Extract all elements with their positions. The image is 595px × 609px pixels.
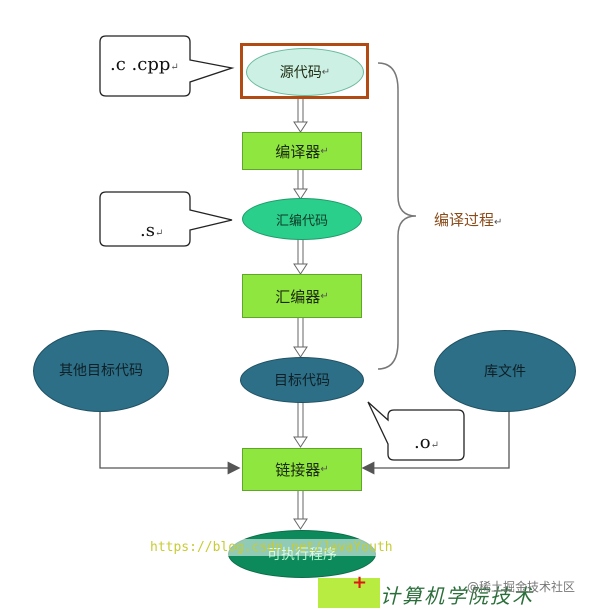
source-code-node: 源代码↵ xyxy=(246,48,364,96)
flow-arrow-object-to-linker xyxy=(293,399,308,448)
handwritten-watermark: 计算机学院技术 xyxy=(380,584,534,608)
assembly-code-label: 汇编代码 xyxy=(275,213,328,229)
library-files-label: 库文件 xyxy=(484,364,526,380)
compiler-label: 编译器 xyxy=(275,142,321,161)
compile-process-label: 编译过程↵ xyxy=(434,211,503,229)
source-code-highlight-frame xyxy=(240,43,369,99)
callout-bubble-source xyxy=(99,35,235,97)
other-object-code-label: 其他目标代码 xyxy=(59,362,143,379)
para-mark: ↵ xyxy=(321,66,331,78)
assembly-code-node: 汇编代码 xyxy=(242,198,362,240)
bottom-green-strip xyxy=(318,578,380,608)
library-files-node: 库文件 xyxy=(434,330,576,412)
callout-bubble-assembly xyxy=(99,191,233,247)
red-plus-mark: + xyxy=(352,572,368,593)
arrow-library-to-linker xyxy=(361,410,510,475)
arrow-other-object-to-linker xyxy=(99,410,241,475)
flow-arrow-linker-to-executable xyxy=(293,489,308,530)
source-code-label: 源代码 xyxy=(279,65,322,81)
flow-arrow-compiler-to-assembly xyxy=(293,168,308,200)
other-object-code-node: 其他目标代码 xyxy=(33,330,169,412)
callout-bubble-object xyxy=(367,401,465,461)
object-code-label: 目标代码 xyxy=(274,373,330,389)
watermark-url: https://blog.csdn.net/JavaYouth xyxy=(148,539,395,556)
object-code-node: 目标代码 xyxy=(240,357,364,403)
source-extension-callout-text: .c .cpp↵ xyxy=(110,54,179,75)
compiler-node: 编译器↵ xyxy=(242,132,362,170)
linker-node: 链接器↵ xyxy=(242,448,362,491)
flow-arrow-assembly-to-assembler xyxy=(293,237,308,275)
assembler-label: 汇编器 xyxy=(275,287,321,306)
compile-process-brace xyxy=(377,62,417,370)
assembly-extension-callout-text: .s↵ xyxy=(140,220,164,241)
assembler-node: 汇编器↵ xyxy=(242,274,362,318)
site-watermark: @稀土掘金技术社区 xyxy=(467,580,576,594)
flow-arrow-source-to-compiler xyxy=(293,99,308,133)
object-extension-callout-text: .o↵ xyxy=(414,432,439,453)
flow-arrow-assembler-to-object xyxy=(293,316,308,358)
linker-label: 链接器 xyxy=(275,461,321,479)
